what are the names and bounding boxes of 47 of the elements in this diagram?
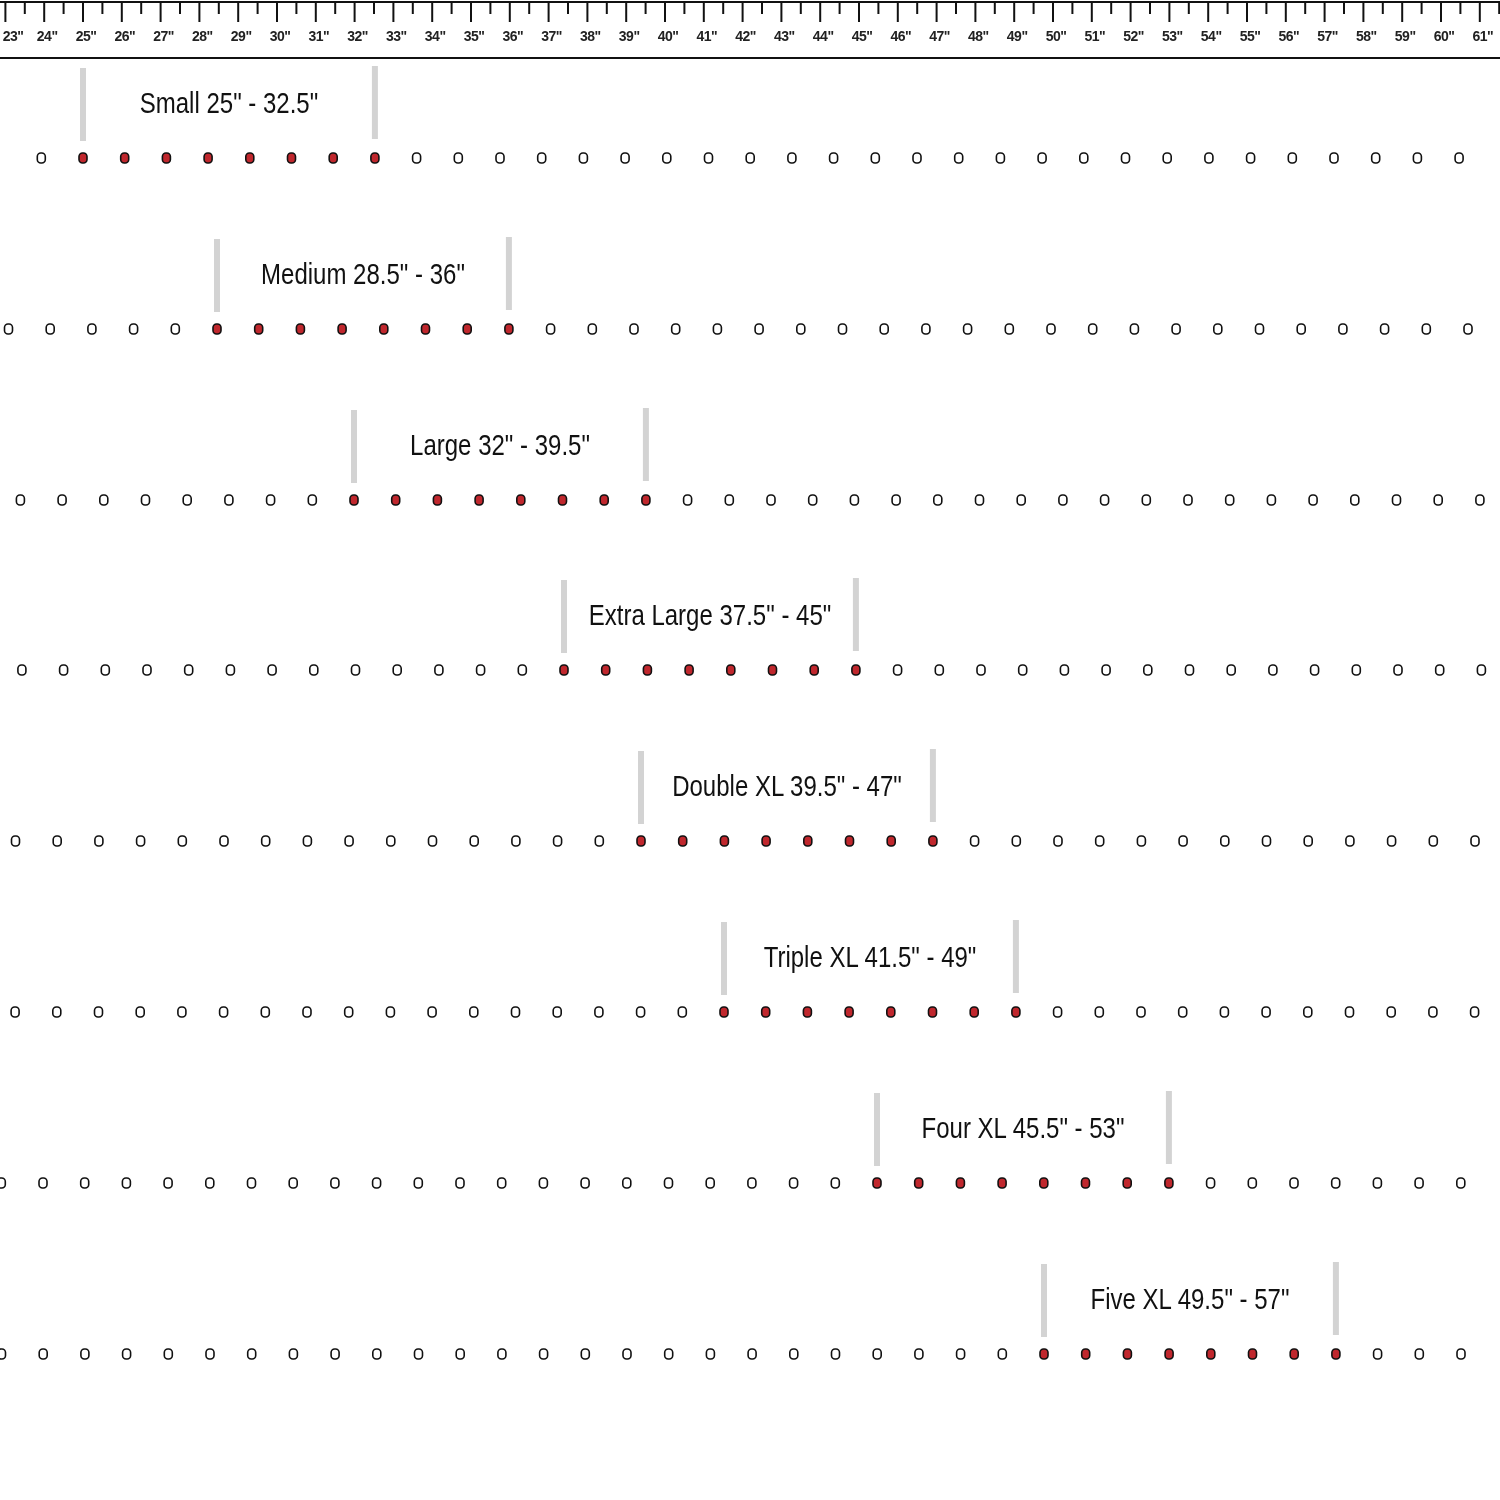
size-range-label: Triple XL 41.5" - 49" <box>763 940 977 974</box>
ruler-number: 56" <box>1278 28 1300 44</box>
size-range-label: Extra Large 37.5" - 45" <box>588 598 832 632</box>
ruler-number: 27" <box>153 28 174 44</box>
ruler-number: 61" <box>1472 28 1494 44</box>
ruler-number: 40" <box>657 28 679 44</box>
ruler-number: 51" <box>1084 28 1106 44</box>
ruler-number: 24" <box>36 28 58 44</box>
ruler-number: 59" <box>1394 28 1416 44</box>
ruler-number: 46" <box>890 28 912 44</box>
ruler-number: 23" <box>2 28 24 44</box>
ruler-number: 53" <box>1162 28 1183 44</box>
ruler-number: 32" <box>347 28 368 44</box>
ruler-number: 41" <box>696 28 718 44</box>
ruler-number: 34" <box>424 28 446 44</box>
ruler-number: 47" <box>929 28 950 44</box>
size-range-label: Medium 28.5" - 36" <box>261 257 465 291</box>
ruler-number: 33" <box>386 28 407 44</box>
ruler-number: 28" <box>192 28 213 44</box>
ruler-number: 43" <box>774 28 795 44</box>
ruler-number: 35" <box>463 28 485 44</box>
ruler-number: 30" <box>269 28 291 44</box>
ruler-number: 45" <box>851 28 873 44</box>
ruler-number: 26" <box>114 28 136 44</box>
ruler-number: 58" <box>1356 28 1377 44</box>
ruler-number: 52" <box>1123 28 1144 44</box>
ruler-number: 37" <box>541 28 562 44</box>
ruler-number: 38" <box>580 28 601 44</box>
size-range-label: Four XL 45.5" - 53" <box>921 1111 1125 1145</box>
size-range-label: Five XL 49.5" - 57" <box>1090 1282 1290 1316</box>
size-range-label: Double XL 39.5" - 47" <box>672 769 902 803</box>
size-range-label: Large 32" - 39.5" <box>410 428 590 462</box>
ruler-number: 60" <box>1433 28 1455 44</box>
ruler-number: 54" <box>1200 28 1222 44</box>
ruler-number: 55" <box>1239 28 1261 44</box>
ruler-number: 49" <box>1006 28 1028 44</box>
ruler-number: 57" <box>1317 28 1338 44</box>
ruler-number: 48" <box>968 28 989 44</box>
ruler-number: 42" <box>735 28 756 44</box>
ruler-number: 50" <box>1045 28 1067 44</box>
ruler-number: 39" <box>618 28 640 44</box>
ruler-number: 25" <box>75 28 97 44</box>
ruler-number: 44" <box>812 28 834 44</box>
size-range-label: Small 25" - 32.5" <box>139 86 319 120</box>
ruler-number: 36" <box>502 28 524 44</box>
ruler-number: 29" <box>230 28 252 44</box>
ruler-number: 31" <box>308 28 330 44</box>
